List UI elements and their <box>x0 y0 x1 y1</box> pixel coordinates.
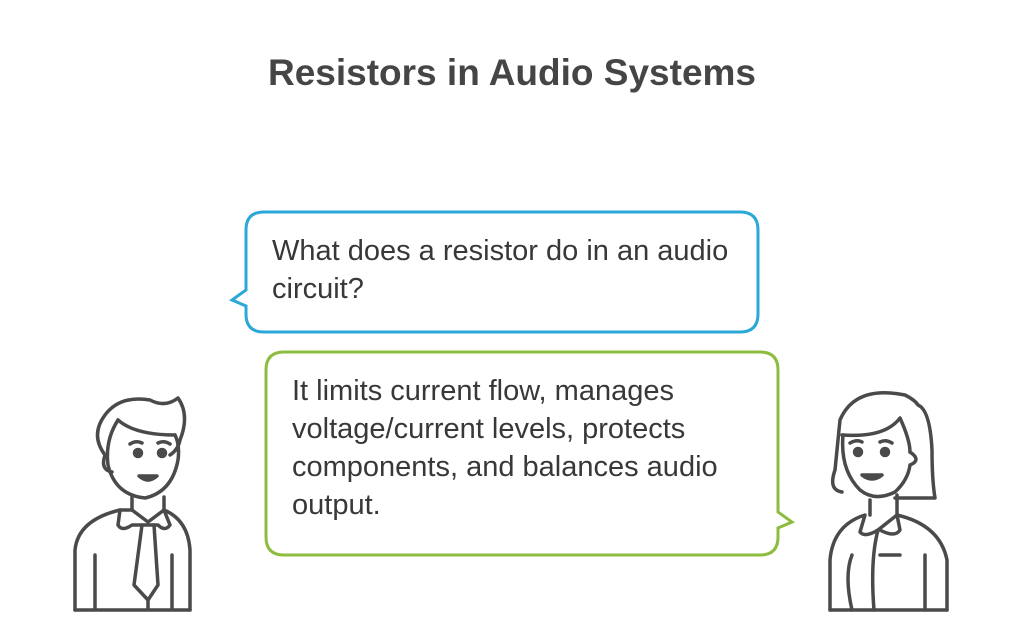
man-avatar-icon <box>73 396 192 612</box>
answer-text: It limits current flow, manages voltage/… <box>292 375 718 521</box>
woman-avatar-icon <box>828 391 949 612</box>
question-bubble <box>228 210 760 334</box>
question-text: What does a resistor do in an audio circ… <box>272 235 729 305</box>
page-title: Resistors in Audio Systems <box>268 52 756 93</box>
answer-bubble <box>264 350 796 557</box>
